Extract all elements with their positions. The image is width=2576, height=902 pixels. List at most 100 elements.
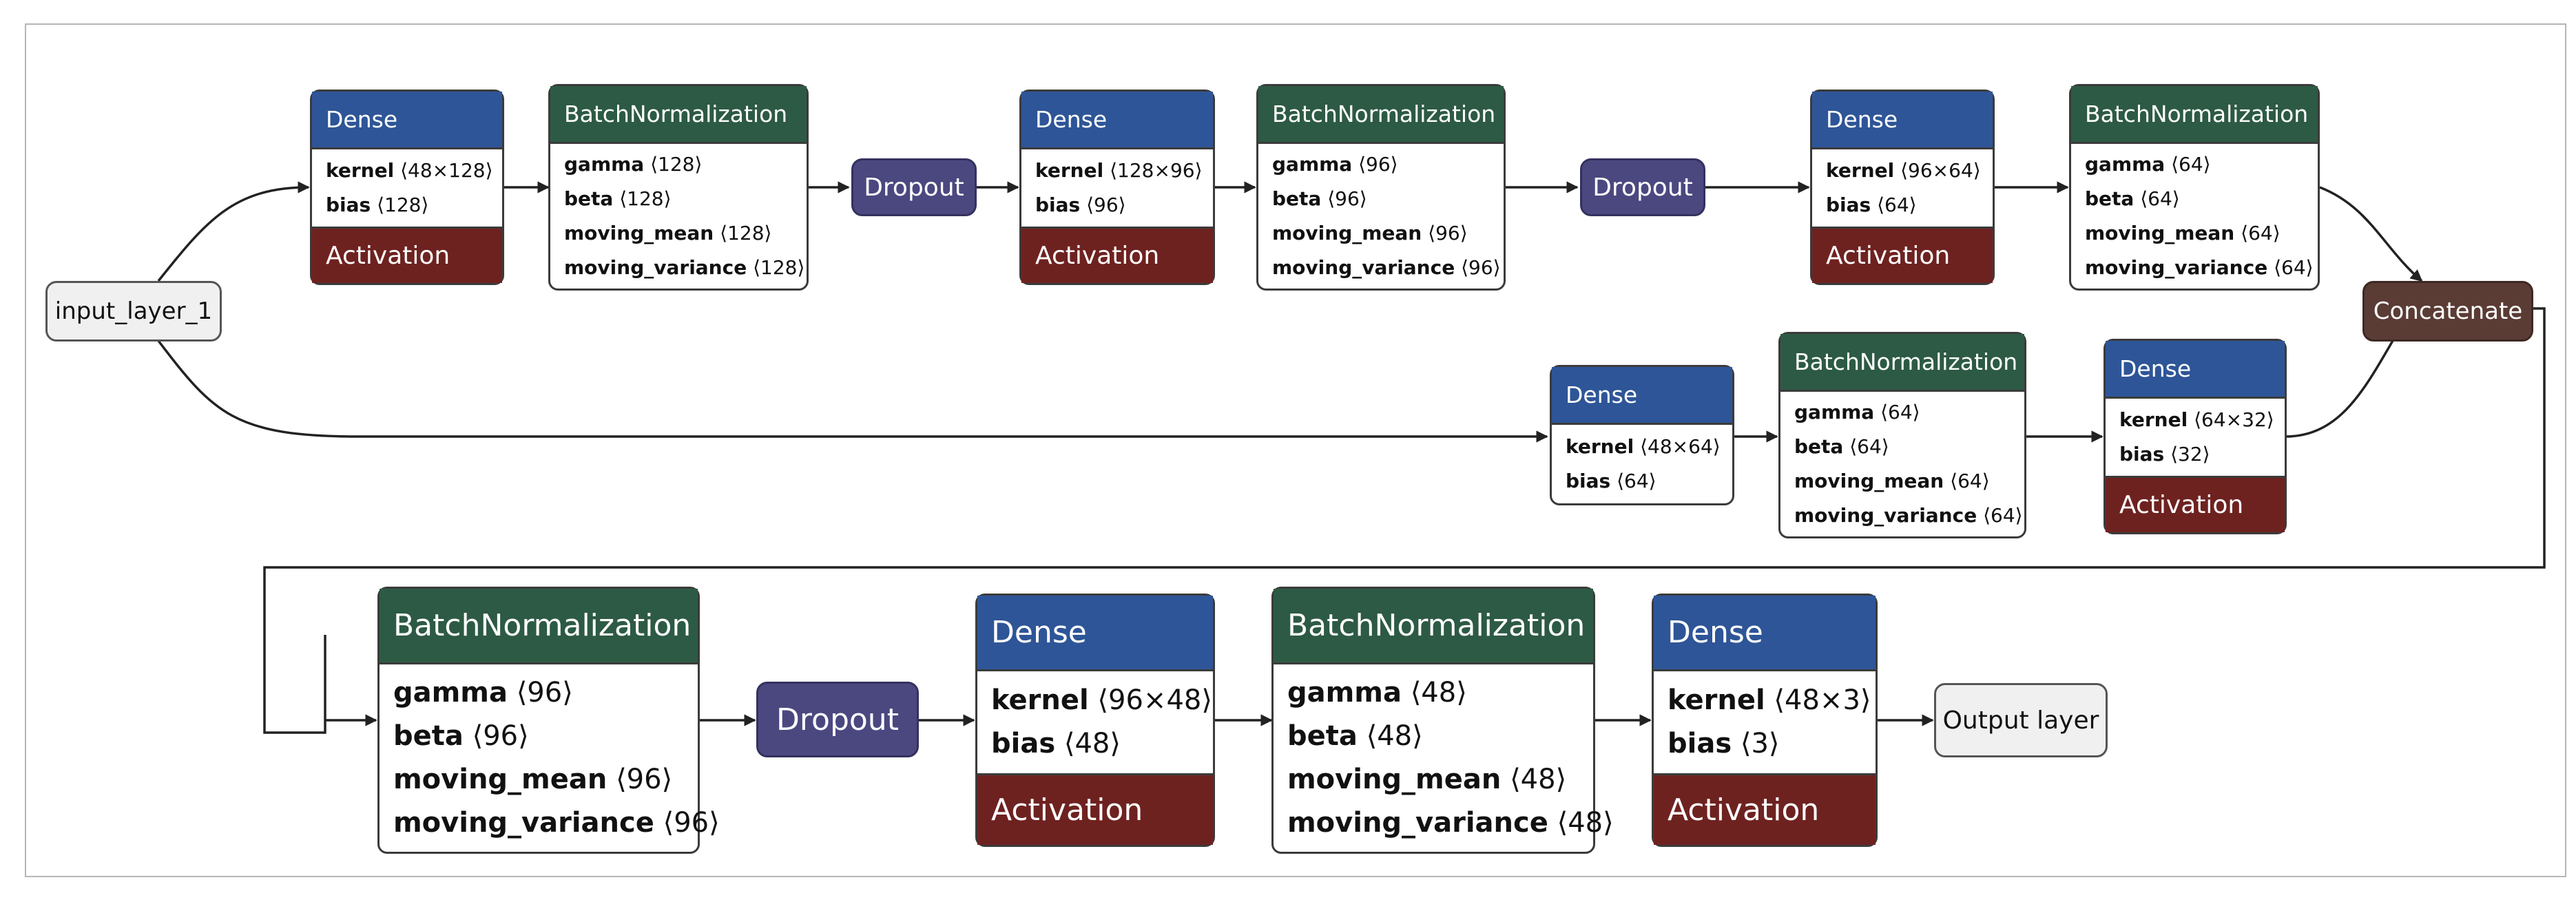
param-label: bias <box>1566 470 1611 492</box>
param-label: moving_mean <box>393 764 607 795</box>
dense-header: Dense <box>1812 92 1993 149</box>
param-label: bias <box>991 728 1056 759</box>
param-label: kernel <box>991 684 1089 716</box>
param-shape: ⟨64⟩ <box>2140 187 2180 210</box>
activation-label: Activation <box>1812 227 1993 283</box>
param-label: moving_mean <box>1272 222 1422 244</box>
concatenate-node: Concatenate <box>2362 281 2533 342</box>
dense-header: Dense <box>2106 341 2285 399</box>
param-label: beta <box>564 187 614 210</box>
param-label: gamma <box>393 677 508 709</box>
param-shape: ⟨32⟩ <box>2170 443 2210 465</box>
batchnorm-header: BatchNormalization <box>380 589 698 664</box>
batchnorm-node-4: BatchNormalization gamma ⟨64⟩ beta ⟨64⟩ … <box>1778 332 2026 538</box>
param-label: moving_variance <box>1794 504 1977 527</box>
dense-node-3: Dense kernel ⟨96×64⟩ bias ⟨64⟩ Activatio… <box>1810 90 1995 285</box>
param-label: kernel <box>2119 408 2188 431</box>
param-shape: ⟨96⟩ <box>616 764 673 795</box>
batchnorm-header: BatchNormalization <box>1258 86 1504 144</box>
param-label: beta <box>1287 720 1358 752</box>
dense-node-5: Dense kernel ⟨64×32⟩ bias ⟨32⟩ Activatio… <box>2104 339 2287 534</box>
param-shape: ⟨64⟩ <box>1849 435 1889 458</box>
param-shape: ⟨64×32⟩ <box>2194 408 2274 431</box>
param-shape: ⟨48×64⟩ <box>1640 435 1721 458</box>
param-shape: ⟨48⟩ <box>1557 807 1614 839</box>
param-shape: ⟨96⟩ <box>1086 193 1126 216</box>
param-shape: ⟨96⟩ <box>1461 256 1501 279</box>
param-shape: ⟨48×3⟩ <box>1774 684 1871 716</box>
param-shape: ⟨48⟩ <box>1366 720 1423 752</box>
dropout-node-1: Dropout <box>851 158 977 216</box>
param-shape: ⟨96⟩ <box>1428 222 1468 244</box>
batchnorm-node-2: BatchNormalization gamma ⟨96⟩ beta ⟨96⟩ … <box>1256 84 1506 291</box>
param-shape: ⟨128×96⟩ <box>1110 159 1203 182</box>
param-shape: ⟨64⟩ <box>1983 504 2023 527</box>
param-label: moving_variance <box>1287 807 1548 839</box>
param-label: moving_variance <box>393 807 654 839</box>
dense-node-7: Dense kernel ⟨48×3⟩ bias ⟨3⟩ Activation <box>1652 594 1878 847</box>
activation-label: Activation <box>2106 476 2285 532</box>
param-shape: ⟨128⟩ <box>650 153 703 176</box>
param-label: bias <box>326 193 371 216</box>
dense-node-2: Dense kernel ⟨128×96⟩ bias ⟨96⟩ Activati… <box>1019 90 1215 285</box>
param-shape: ⟨128⟩ <box>753 256 805 279</box>
param-shape: ⟨96⟩ <box>1358 153 1398 176</box>
param-shape: ⟨64⟩ <box>2241 222 2281 244</box>
dense-node-4: Dense kernel ⟨48×64⟩ bias ⟨64⟩ <box>1550 365 1734 505</box>
param-shape: ⟨64⟩ <box>1950 470 1990 492</box>
param-label: moving_variance <box>2085 256 2268 279</box>
input-layer-node: input_layer_1 <box>45 281 222 342</box>
batchnorm-node-1: BatchNormalization gamma ⟨128⟩ beta ⟨128… <box>548 84 809 291</box>
param-label: kernel <box>1668 684 1765 716</box>
param-shape: ⟨48⟩ <box>1510 764 1567 795</box>
param-label: kernel <box>1826 159 1895 182</box>
param-shape: ⟨3⟩ <box>1740 728 1780 759</box>
param-label: beta <box>2085 187 2134 210</box>
param-shape: ⟨64⟩ <box>1880 401 1920 423</box>
param-label: gamma <box>1794 401 1875 423</box>
batchnorm-node-6: BatchNormalization gamma ⟨48⟩ beta ⟨48⟩ … <box>1271 587 1614 854</box>
param-shape: ⟨128⟩ <box>377 193 429 216</box>
batchnorm-node-3: BatchNormalization gamma ⟨64⟩ beta ⟨64⟩ … <box>2069 84 2320 291</box>
param-label: kernel <box>326 159 395 182</box>
param-label: moving_mean <box>1794 470 1944 492</box>
param-label: gamma <box>1287 677 1402 709</box>
param-shape: ⟨96×64⟩ <box>1900 159 1981 182</box>
dense-header: Dense <box>977 596 1213 671</box>
param-shape: ⟨48⟩ <box>1410 677 1467 709</box>
param-label: bias <box>2119 443 2165 465</box>
param-shape: ⟨96⟩ <box>1327 187 1367 210</box>
dropout-node-2: Dropout <box>1580 158 1705 216</box>
dropout-node-3: Dropout <box>756 682 919 757</box>
activation-label: Activation <box>1021 227 1213 283</box>
edge-input-dense4 <box>157 339 1548 443</box>
batchnorm-header: BatchNormalization <box>1274 589 1593 664</box>
param-label: beta <box>1794 435 1844 458</box>
dense-header: Dense <box>1552 367 1732 425</box>
param-label: moving_mean <box>564 222 714 244</box>
param-label: moving_variance <box>1272 256 1455 279</box>
dense-header: Dense <box>1654 596 1876 671</box>
param-label: bias <box>1035 193 1081 216</box>
batchnorm-header: BatchNormalization <box>550 86 807 144</box>
param-shape: ⟨64⟩ <box>1617 470 1656 492</box>
param-shape: ⟨96×48⟩ <box>1097 684 1212 716</box>
dense-header: Dense <box>312 92 502 149</box>
batchnorm-node-5: BatchNormalization gamma ⟨96⟩ beta ⟨96⟩ … <box>377 587 720 854</box>
activation-label: Activation <box>977 773 1213 845</box>
param-label: moving_variance <box>564 256 747 279</box>
param-label: kernel <box>1566 435 1634 458</box>
param-shape: ⟨96⟩ <box>663 807 720 839</box>
dense-node-6: Dense kernel ⟨96×48⟩ bias ⟨48⟩ Activatio… <box>975 594 1215 847</box>
param-shape: ⟨64⟩ <box>2274 256 2314 279</box>
dense-header: Dense <box>1021 92 1213 149</box>
param-label: gamma <box>1272 153 1353 176</box>
param-shape: ⟨96⟩ <box>516 677 573 709</box>
edge-bn3-cat <box>2319 186 2423 282</box>
param-shape: ⟨64⟩ <box>1877 193 1917 216</box>
param-shape: ⟨64⟩ <box>2171 153 2211 176</box>
param-label: kernel <box>1035 159 1104 182</box>
param-shape: ⟨48⟩ <box>1063 728 1121 759</box>
param-label: gamma <box>2085 153 2165 176</box>
